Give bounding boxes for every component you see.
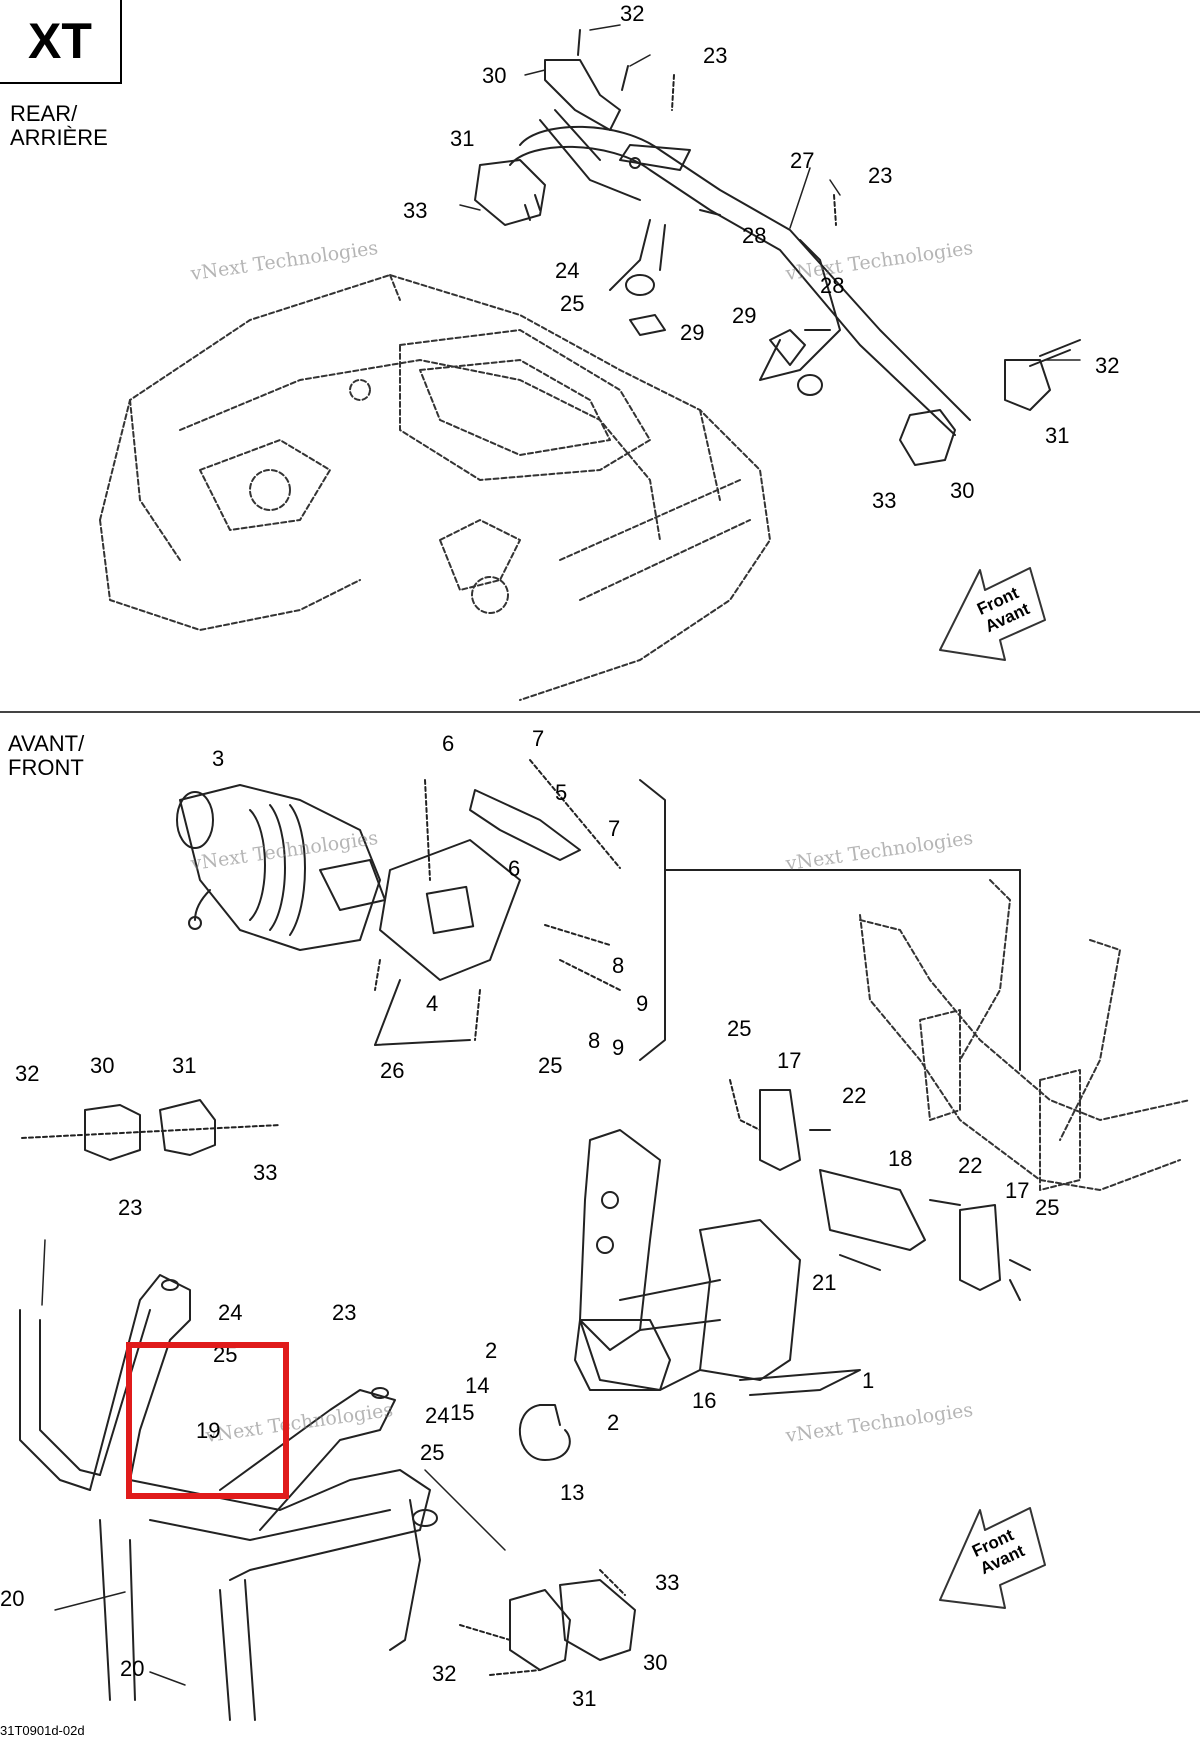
callout: 31 [172,1053,197,1078]
callout: 1 [862,1368,875,1393]
bottom-right-clamps [459,1569,636,1676]
callout: 26 [380,1058,405,1083]
callout: 25 [213,1342,238,1367]
section-divider [0,711,1200,713]
bottom-left-clamps [21,1099,281,1161]
callout: 8 [612,953,625,978]
callout: 31 [450,126,475,151]
callout: 29 [732,303,757,328]
callout: 2 [607,1410,620,1435]
callout: 14 [465,1373,490,1398]
rear-clamps [474,59,1051,466]
front-section-label: AVANT/ FRONT [8,731,85,780]
callout: 25 [560,291,585,316]
callout: 15 [450,1400,475,1425]
callout: 30 [482,63,507,88]
callout: 32 [15,1061,40,1086]
front-bumper-plate [579,1129,861,1396]
model-badge: XT [0,0,122,84]
callout: 9 [636,991,649,1016]
callout: 25 [727,1016,752,1041]
callout: 33 [872,488,897,513]
callout: 2 [485,1338,498,1363]
callout: 30 [643,1650,668,1675]
callout: 17 [777,1048,802,1073]
callout: 30 [90,1053,115,1078]
callout: 32 [620,1,645,26]
callout: 5 [555,780,568,805]
hitch-block [574,1319,671,1391]
front-bumper-tube [19,1274,438,1721]
callout: 24 [425,1403,450,1428]
callout: 23 [332,1300,357,1325]
callout: 17 [1005,1178,1030,1203]
callout: 9 [612,1035,625,1060]
callout: 24 [218,1300,243,1325]
callout: 25 [1035,1195,1060,1220]
callout: 23 [118,1195,143,1220]
callout: 31 [1045,423,1070,448]
leader-lines [41,1239,506,1686]
highlight-box [126,1342,289,1499]
mid-bolts [374,759,621,1041]
hook [518,1404,571,1461]
front-arrow-top [939,567,1046,661]
callout: 6 [442,731,455,756]
callout: 22 [842,1083,867,1108]
rear-section-label: REAR/ ARRIÈRE [10,101,108,150]
callout: 20 [0,1586,25,1611]
callout: 7 [608,816,621,841]
callout: 7 [532,726,545,751]
callout: 32 [432,1661,457,1686]
callout: 13 [560,1480,585,1505]
callout: 8 [588,1028,601,1053]
callout: 21 [812,1270,837,1295]
callout: 31 [572,1686,597,1711]
winch-plate [379,789,581,981]
callout: 29 [680,320,705,345]
callout: 19 [196,1418,221,1443]
callout: 23 [868,163,893,188]
bracket-17-18 [729,1079,1031,1301]
callout: 24 [555,258,580,283]
rear-leader-lines [459,24,1081,361]
winch [176,784,386,951]
callout: 32 [1095,353,1120,378]
front-arrow-bottom [939,1507,1046,1609]
callout: 25 [538,1053,563,1078]
rear-rack-tube [509,109,971,436]
callout: 25 [420,1440,445,1465]
callout: 23 [703,43,728,68]
mid-bracket-lines [374,779,1021,1071]
callout: 27 [790,148,815,173]
callout: 33 [403,198,428,223]
callout: 30 [950,478,975,503]
rear-body-phantom [99,274,771,701]
callout: 4 [426,991,439,1016]
callout: 33 [253,1160,278,1185]
figure-code: 31T0901d-02d [0,1723,85,1738]
callout: 20 [120,1656,145,1681]
callout: 33 [655,1570,680,1595]
front-frame-phantom [859,879,1191,1191]
callout: 22 [958,1153,983,1178]
callout: 3 [212,746,225,771]
callout: 28 [820,273,845,298]
callout: 18 [888,1146,913,1171]
callout: 6 [508,856,521,881]
callout: 16 [692,1388,717,1413]
rear-bolts [524,29,1081,367]
callout: 28 [742,223,767,248]
